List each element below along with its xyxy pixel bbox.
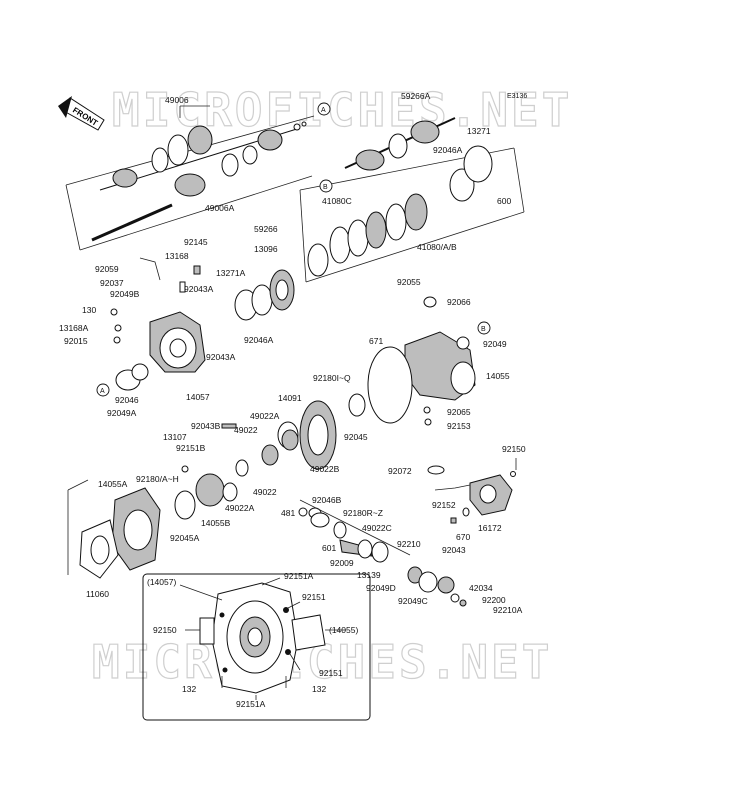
label-92153: 92153: [447, 421, 471, 431]
label-13168a: 13168A: [59, 323, 89, 333]
label-11060: 11060: [86, 589, 109, 599]
label-13271a: 13271A: [216, 268, 246, 278]
label-13096: 13096: [254, 244, 278, 254]
watermark-top: MICROFICHES.NET: [112, 83, 572, 137]
label-14091: 14091: [278, 393, 302, 403]
front-arrow-icon: FRONT: [58, 96, 105, 131]
label-132-l: 132: [182, 684, 196, 694]
label-671: 671: [369, 336, 383, 346]
label-49006a: 49006A: [205, 203, 235, 213]
label-92043a-1: 92043A: [184, 284, 214, 294]
label-92152: 92152: [432, 500, 456, 510]
label-92049a: 92049A: [107, 408, 137, 418]
label-92180r-z: 92180R~Z: [343, 508, 383, 518]
label-41080ab: 41080/A/B: [417, 242, 457, 252]
label-92049d: 92049D: [366, 583, 396, 593]
label-14055b: 14055B: [201, 518, 231, 528]
front-drive-shaft-left: [65, 115, 315, 251]
ref-a-top: A: [317, 102, 331, 116]
label-130: 130: [82, 305, 96, 315]
label-49006: 49006: [165, 95, 189, 105]
label-92037: 92037: [100, 278, 124, 288]
label-92043a-2: 92043A: [206, 352, 236, 362]
label-92151a-top: 92151A: [284, 571, 314, 581]
assembled-view: [142, 573, 371, 721]
label-92210: 92210: [397, 539, 421, 549]
svg-text:A: A: [100, 388, 105, 395]
label-92065: 92065: [447, 407, 471, 417]
label-92046a-mid: 92046A: [244, 335, 274, 345]
label-14057: 14057: [186, 392, 210, 402]
label-132-r: 132: [312, 684, 326, 694]
label-92055: 92055: [397, 277, 421, 287]
label-92045a: 92045A: [170, 533, 200, 543]
label-59266: 59266: [254, 224, 278, 234]
label-92059: 92059: [95, 264, 119, 274]
label-16172: 16172: [478, 523, 502, 533]
left-cover: [67, 479, 161, 579]
label-49022c: 49022C: [362, 523, 392, 533]
svg-text:B: B: [481, 326, 486, 333]
label-14055: 14055: [486, 371, 510, 381]
label-49022a-1: 49022A: [250, 411, 280, 421]
ref-a-mid: A: [96, 383, 110, 397]
label-13168: 13168: [165, 251, 189, 261]
front-drive-shaft-right: [299, 117, 525, 283]
label-92043b: 92043B: [191, 421, 221, 431]
label-42034: 42034: [469, 583, 493, 593]
label-92045: 92045: [344, 432, 368, 442]
label-92049: 92049: [483, 339, 507, 349]
right-housing: [277, 296, 476, 470]
label-92151b: 92151B: [176, 443, 206, 453]
actuator-assembly: [427, 458, 517, 524]
ref-b-mid: B: [477, 321, 491, 335]
label-92049c: 92049C: [398, 596, 428, 606]
label-92043: 92043: [442, 545, 466, 555]
label-92151a-bot: 92151A: [236, 699, 266, 709]
label-481: 481: [281, 508, 295, 518]
label-41080c: 41080C: [322, 196, 352, 206]
left-housing: [110, 257, 295, 391]
label-92210a: 92210A: [493, 605, 523, 615]
label-92009: 92009: [330, 558, 354, 568]
svg-text:B: B: [323, 184, 328, 191]
label-14057-paren: (14057): [147, 577, 176, 587]
label-13107: 13107: [163, 432, 187, 442]
label-92145: 92145: [184, 237, 208, 247]
label-92072: 92072: [388, 466, 412, 476]
label-670: 670: [456, 532, 470, 542]
label-92180a-h: 92180/A~H: [136, 474, 179, 484]
label-92015: 92015: [64, 336, 88, 346]
label-600: 600: [497, 196, 511, 206]
label-59266a: 59266A: [401, 91, 431, 101]
label-92046: 92046: [115, 395, 139, 405]
label-49022b: 49022B: [310, 464, 340, 474]
label-49022-1: 49022: [234, 425, 258, 435]
label-49022a-2: 49022A: [225, 503, 255, 513]
label-92150-in: 92150: [153, 625, 177, 635]
label-92066: 92066: [447, 297, 471, 307]
label-13271: 13271: [467, 126, 491, 136]
label-49022-2: 49022: [253, 487, 277, 497]
label-92150-r: 92150: [502, 444, 526, 454]
label-92180i-q: 92180I~Q: [313, 373, 351, 383]
label-92046a-top: 92046A: [433, 145, 463, 155]
label-92151-2: 92151: [319, 668, 343, 678]
label-92151-1: 92151: [302, 592, 326, 602]
label-92200: 92200: [482, 595, 506, 605]
label-92046b: 92046B: [312, 495, 342, 505]
label-14055a: 14055A: [98, 479, 128, 489]
differential-gears: [174, 423, 299, 520]
label-14055-paren: (14055): [329, 625, 358, 635]
ref-b-top: B: [319, 179, 333, 193]
diagram-code: E3136: [507, 93, 527, 100]
label-601: 601: [322, 543, 336, 553]
pinion-assembly: [298, 499, 467, 607]
svg-text:A: A: [321, 107, 326, 114]
label-92049b: 92049B: [110, 289, 140, 299]
